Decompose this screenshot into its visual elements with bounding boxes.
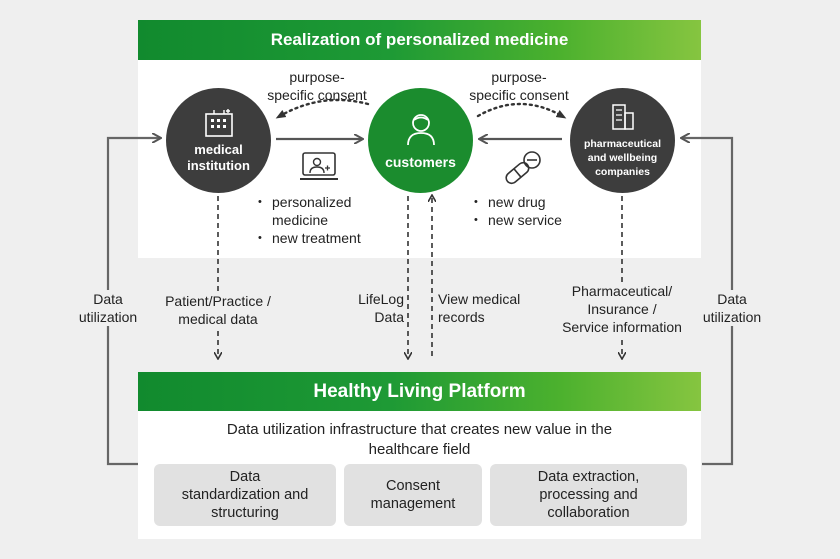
consent-label-left: purpose-specific consent <box>267 69 367 103</box>
personalized-medicine-title: Realization of personalized medicine <box>138 20 701 60</box>
medical-offer-item: personalized medicine <box>256 193 367 229</box>
pharma-offer-item: new service <box>472 211 612 229</box>
consent-label-right: purpose-specific consent <box>469 69 569 103</box>
medical-offer-item: new treatment <box>256 229 396 247</box>
customers-label: customers <box>385 153 456 170</box>
customers-node: customers <box>368 88 473 193</box>
consent-arc-right <box>476 102 567 119</box>
medical-offer-list: personalized medicine new treatment <box>256 193 396 247</box>
patient-data-label: Patient/Practice /medical data <box>148 292 288 328</box>
person-icon <box>406 113 435 145</box>
pharma-offer-item: new drug <box>472 193 612 211</box>
building-icon <box>611 103 634 130</box>
pill-icon <box>505 151 541 185</box>
platform-title: Healthy Living Platform <box>138 372 701 411</box>
hospital-icon <box>204 108 233 137</box>
telemedicine-icon <box>300 152 338 180</box>
pharma-info-label: Pharmaceutical/Insurance /Service inform… <box>548 282 696 336</box>
pharma-offer-list: new drug new service <box>472 193 612 229</box>
platform-description: Data utilization infrastructure that cre… <box>226 421 613 458</box>
